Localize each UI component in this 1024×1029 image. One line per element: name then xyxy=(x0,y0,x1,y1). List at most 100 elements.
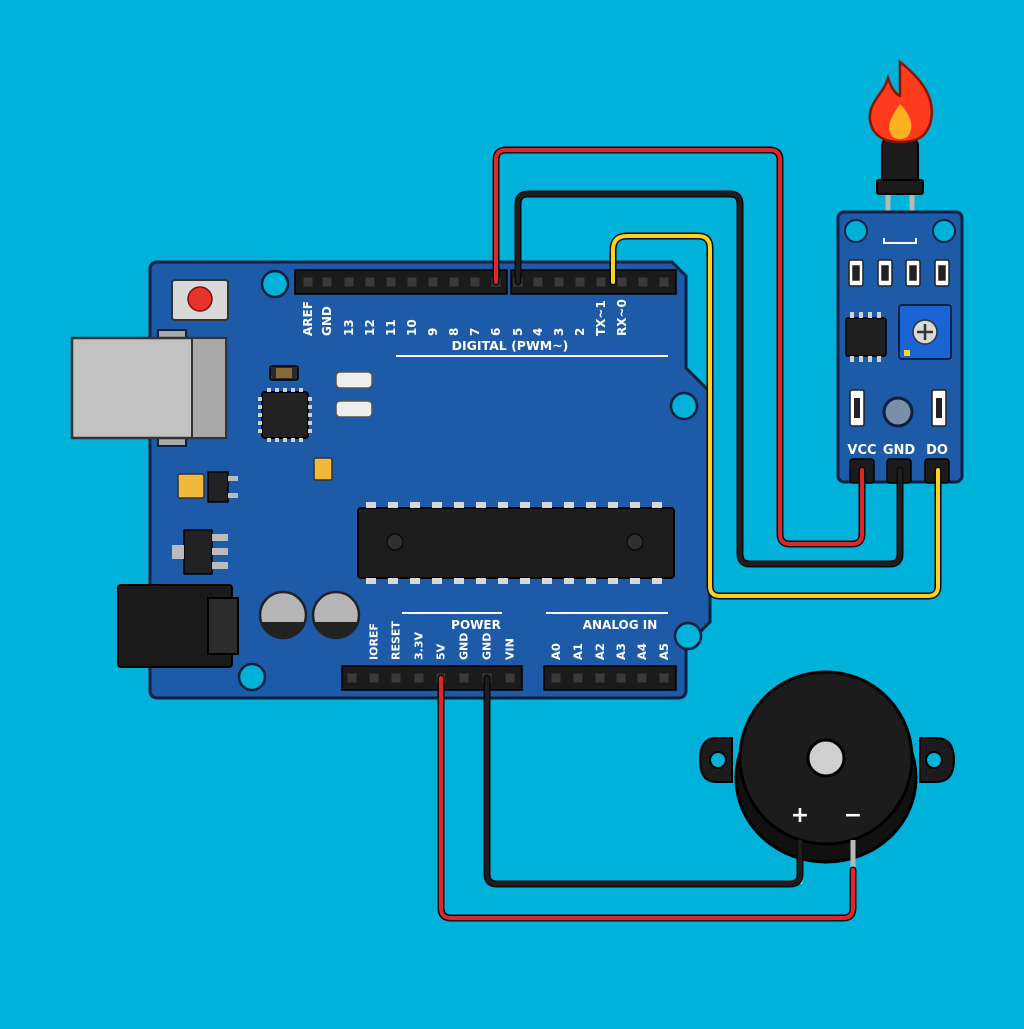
header-pin-hole xyxy=(365,277,375,287)
chip-pin xyxy=(542,578,552,584)
pin-label: 13 xyxy=(342,319,356,336)
header-pin-hole xyxy=(344,277,354,287)
led xyxy=(335,400,373,418)
header-pin-hole xyxy=(428,277,438,287)
chip-pin xyxy=(630,578,640,584)
mounting-hole xyxy=(669,391,699,421)
sensor-pin-label: GND xyxy=(883,443,916,458)
reset-button[interactable] xyxy=(171,279,229,321)
sensor-pin-label: DO xyxy=(926,443,948,458)
chip-pin xyxy=(586,502,596,508)
dc-jack-icon xyxy=(117,584,239,668)
pin-label: RESET xyxy=(390,621,403,660)
header-pin-hole xyxy=(347,673,357,683)
mounting-hole xyxy=(844,219,868,243)
buzzer-icon: + − xyxy=(698,670,956,884)
pin-label: IOREF xyxy=(368,623,381,660)
mounting-hole xyxy=(260,269,290,299)
pin-label: TX~1 xyxy=(594,300,608,336)
microcontroller-chip xyxy=(357,502,675,584)
mounting-hole xyxy=(882,396,914,428)
chip-pin xyxy=(432,578,442,584)
chip-pin xyxy=(586,578,596,584)
sensor-pin-label: VCC xyxy=(847,443,876,458)
usb-port-icon xyxy=(70,329,228,447)
chip-pin xyxy=(630,502,640,508)
pin-label: 8 xyxy=(447,328,461,336)
pin-label: A2 xyxy=(593,643,607,660)
ir-led-icon xyxy=(876,134,924,195)
sensor-pin-labels: VCC GND DO xyxy=(847,443,948,458)
pin-label: 4 xyxy=(531,328,545,336)
chip-pin xyxy=(388,578,398,584)
mounting-hole xyxy=(932,219,956,243)
flame-icon xyxy=(868,59,934,144)
digital-header xyxy=(294,269,677,295)
header-pin-hole xyxy=(414,673,424,683)
pin-label: VIN xyxy=(504,638,517,660)
header-pin-hole xyxy=(533,277,543,287)
pin-label: 2 xyxy=(573,328,587,336)
chip-pin xyxy=(388,502,398,508)
smd-capacitor xyxy=(177,473,205,499)
comparator-chip xyxy=(845,312,887,362)
buzzer-plus-label: + xyxy=(791,803,809,828)
capacitor-icon xyxy=(258,590,361,640)
header-pin-hole xyxy=(551,673,561,683)
pin-label: GND xyxy=(320,306,334,336)
header-pin-hole xyxy=(303,277,313,287)
buzzer-minus-label: − xyxy=(844,803,862,828)
header-pin-hole xyxy=(637,673,647,683)
chip-pin xyxy=(476,578,486,584)
chip-pin xyxy=(652,578,662,584)
header-pin-hole xyxy=(459,673,469,683)
chip-pin xyxy=(608,578,618,584)
header-pin-hole xyxy=(659,277,669,287)
pin-label: 9 xyxy=(426,328,440,336)
header-pin-hole xyxy=(638,277,648,287)
pin-label: AREF xyxy=(301,301,315,336)
header-pin-hole xyxy=(391,673,401,683)
chip-pin xyxy=(608,502,618,508)
header-pin-hole xyxy=(573,673,583,683)
smd-capacitor xyxy=(313,457,333,481)
header-pin-hole xyxy=(369,673,379,683)
mounting-hole xyxy=(237,662,267,692)
chip-pin xyxy=(520,578,530,584)
smd-resistors xyxy=(848,259,950,287)
pin-label: A0 xyxy=(549,643,563,660)
pin-label: 5 xyxy=(511,328,525,336)
chip-pin xyxy=(476,502,486,508)
pin-label: 11 xyxy=(384,319,398,336)
header-pin-hole xyxy=(386,277,396,287)
pin-label: A5 xyxy=(657,643,671,660)
pin-label: RX~0 xyxy=(615,299,629,336)
chip-pin xyxy=(542,502,552,508)
chip-pin xyxy=(366,578,376,584)
header-pin-hole xyxy=(554,277,564,287)
chip-pin xyxy=(564,502,574,508)
chip-pin xyxy=(454,502,464,508)
header-pin-hole xyxy=(575,277,585,287)
header-pin-hole xyxy=(595,673,605,683)
chip-pin xyxy=(564,578,574,584)
pin-label: A3 xyxy=(614,643,628,660)
voltage-regulator xyxy=(172,529,228,575)
power-section-label: POWER xyxy=(451,618,501,632)
pin-label: 3.3V xyxy=(413,632,426,660)
pin-label: 12 xyxy=(363,319,377,336)
pin-label: 10 xyxy=(405,319,419,336)
power-header xyxy=(341,665,523,691)
potentiometer-icon[interactable] xyxy=(898,304,952,360)
pin-label: 3 xyxy=(552,328,566,336)
pin-label: A1 xyxy=(571,643,585,660)
led xyxy=(335,371,373,389)
transistor xyxy=(207,471,238,503)
header-pin-hole xyxy=(470,277,480,287)
pin-label: A4 xyxy=(635,643,649,660)
pin-label: 5V xyxy=(435,643,448,660)
